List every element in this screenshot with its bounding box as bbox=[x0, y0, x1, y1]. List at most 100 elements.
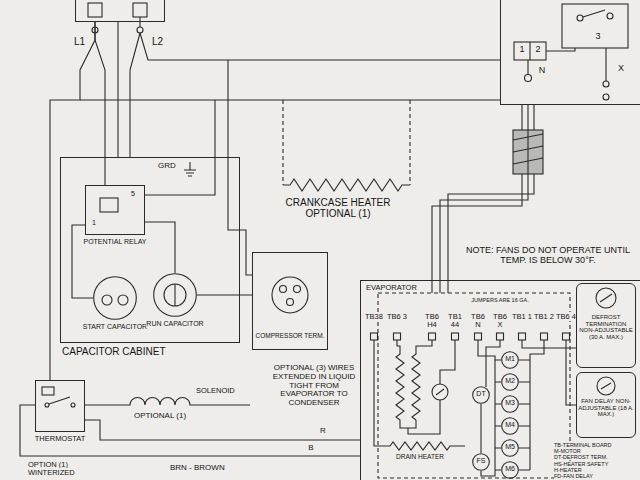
compressor-pin bbox=[280, 286, 287, 293]
wire bbox=[495, 360, 501, 470]
node-text: M5 bbox=[505, 443, 515, 450]
drain-heater bbox=[374, 340, 465, 450]
terminal-name: TB38 bbox=[365, 312, 383, 321]
text-holder: M2 bbox=[501, 377, 519, 385]
capacitor-cabinet: CAPACITOR CABINETPOTENTIAL RELAYSTART CA… bbox=[60, 157, 240, 343]
circle-outline bbox=[502, 462, 519, 479]
optional-wire bbox=[283, 100, 410, 185]
text-holder: TB6 3 bbox=[387, 313, 407, 321]
text-holder: OPTIONAL (3) WIRES EXTENDED IN LIQUID TI… bbox=[264, 364, 364, 408]
capacitor-terminal bbox=[174, 284, 175, 306]
heater-element bbox=[412, 340, 432, 420]
node-text: FAN DELAY NON-ADJUSTABLE (18 A. MAX.) bbox=[578, 398, 634, 417]
fan-motor: M4 bbox=[501, 417, 519, 435]
switch-blade bbox=[583, 10, 605, 17]
capacitor-terminal bbox=[164, 284, 186, 306]
text-holder: DRAIN HEATER bbox=[380, 453, 460, 460]
text-holder: OPTIONAL (1) bbox=[122, 412, 198, 421]
terminal bbox=[452, 333, 459, 340]
text-holder: DEFROST TERMINATION NON-ADJUSTABLE (30 A… bbox=[578, 314, 634, 340]
abbreviation: DT-DEFROST TERM. bbox=[554, 454, 608, 460]
node-text: 3 bbox=[595, 31, 600, 41]
defrost-switch bbox=[600, 294, 612, 302]
wire bbox=[228, 60, 252, 275]
heater-element bbox=[396, 340, 416, 428]
wire bbox=[117, 22, 118, 157]
terminal-ring bbox=[603, 81, 609, 87]
node-text: POTENTIAL RELAY bbox=[83, 238, 146, 245]
fan-motor: M2 bbox=[501, 373, 519, 391]
wire bbox=[145, 222, 175, 273]
wire bbox=[480, 404, 481, 453]
terminal-ring bbox=[525, 75, 532, 82]
text-holder: 1 bbox=[89, 219, 99, 227]
compressor-pin bbox=[287, 299, 294, 306]
fan-delay-switch bbox=[601, 383, 611, 389]
fan-delay: FAN DELAY NON-ADJUSTABLE (18 A. MAX.) bbox=[576, 372, 636, 438]
circle-outline bbox=[502, 374, 519, 391]
text-holder: TB1 2 bbox=[534, 313, 554, 321]
text-holder: 1 bbox=[515, 45, 529, 55]
evaporator: EVAPORATORDEFROST TERMINATION NON-ADJUST… bbox=[360, 280, 640, 480]
wire bbox=[72, 225, 93, 298]
text-holder: H-HEATER bbox=[554, 467, 638, 473]
wire bbox=[80, 99, 500, 100]
circle-outline bbox=[473, 387, 490, 404]
jumper-area bbox=[378, 293, 570, 478]
circle-outline bbox=[93, 276, 137, 320]
text-holder: B bbox=[306, 444, 316, 453]
wire-color: R bbox=[320, 426, 326, 435]
node-text: FS bbox=[477, 457, 486, 464]
text-holder: 2 bbox=[531, 45, 545, 55]
relay-coil bbox=[100, 198, 118, 212]
fan-motor: M5 bbox=[501, 439, 519, 457]
node-text: CAPACITOR CABINET bbox=[62, 346, 166, 357]
terminal-ring bbox=[603, 94, 609, 100]
abbreviation: H-HEATER bbox=[554, 467, 582, 473]
fan-motor: M1 bbox=[501, 351, 519, 369]
text-holder: POTENTIAL RELAY bbox=[80, 238, 150, 246]
node-text: N bbox=[539, 65, 546, 75]
note: NOTE: FANS DO NOT OPERATE UNTIL TEMP. IS… bbox=[466, 245, 630, 265]
node-text: RUN CAPACITOR bbox=[146, 320, 203, 327]
text-holder: DT bbox=[472, 390, 490, 398]
text-holder: FS bbox=[472, 457, 490, 465]
defrost-thermostat: DT bbox=[472, 386, 490, 404]
terminal-name: TB1 1 bbox=[512, 312, 532, 321]
text-holder: BRN - BROWN bbox=[170, 464, 260, 473]
node-text: M1 bbox=[505, 355, 515, 362]
note: JUMPERS ARE 16 GA. bbox=[471, 297, 528, 303]
solenoid-coil bbox=[85, 398, 250, 405]
heater-symbol bbox=[283, 179, 410, 191]
text-holder: THERMOSTAT bbox=[28, 435, 92, 443]
terminal bbox=[541, 333, 548, 340]
text-holder: R bbox=[318, 427, 328, 436]
thermostat-dial bbox=[42, 387, 54, 395]
text-holder: GRD bbox=[158, 162, 182, 171]
terminal-lug bbox=[88, 3, 102, 17]
text-holder: M6 bbox=[501, 465, 519, 473]
terminal bbox=[497, 333, 504, 340]
terminal bbox=[394, 333, 401, 340]
color-key: BRN - BROWN bbox=[170, 463, 225, 472]
compressor-plug bbox=[272, 277, 308, 313]
abbreviation: HS-HEATER SAFETY bbox=[554, 461, 608, 467]
compressor-terminal: COMPRESSOR TERM. bbox=[252, 252, 328, 350]
terminal-divider bbox=[529, 42, 530, 60]
circle-outline bbox=[473, 454, 490, 471]
defrost-termination: DEFROST TERMINATION NON-ADJUSTABLE (30 A… bbox=[576, 283, 636, 368]
circle-outline bbox=[94, 277, 137, 320]
text-holder: M4 bbox=[501, 421, 519, 429]
terminal-lug bbox=[133, 3, 147, 17]
node-text: X bbox=[618, 63, 624, 73]
switch-blade bbox=[49, 397, 70, 404]
ground-symbol bbox=[184, 162, 196, 176]
node-text: 2 bbox=[535, 44, 540, 54]
wire bbox=[130, 33, 140, 157]
text-holder: CAPACITOR CABINET bbox=[62, 346, 238, 357]
defrost-switch bbox=[596, 288, 616, 308]
option-note: OPTIONAL (3) WIRES EXTENDED IN LIQUID TI… bbox=[273, 363, 356, 407]
wire bbox=[95, 22, 105, 185]
